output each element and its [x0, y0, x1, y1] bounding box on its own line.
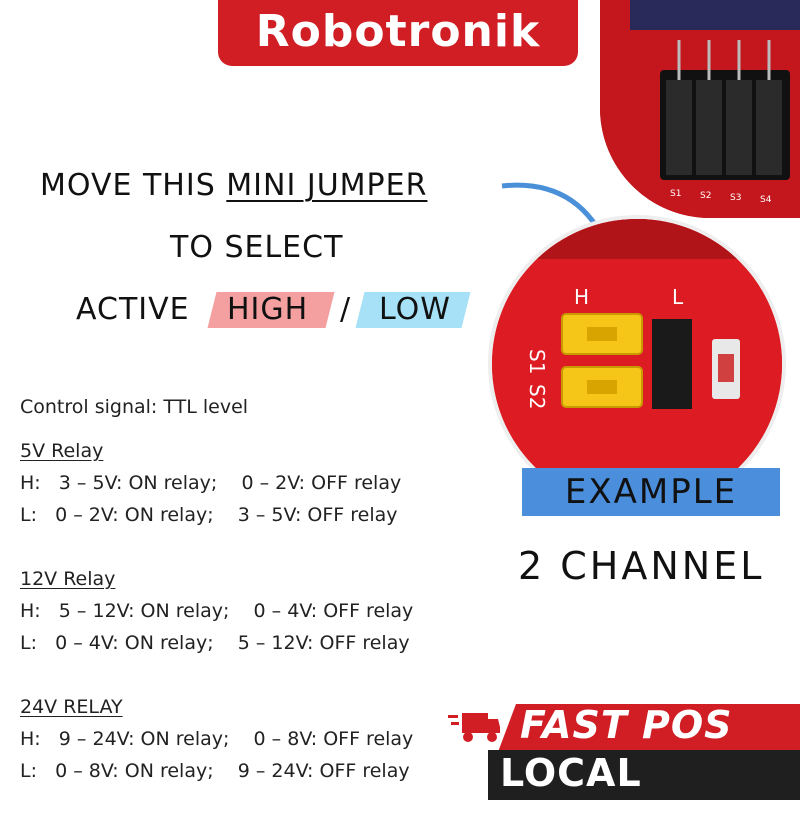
- spec-5v-l: L: 0 – 2V: ON relay; 3 – 5V: OFF relay: [20, 504, 398, 526]
- spec-24v-l: L: 0 – 8V: ON relay; 9 – 24V: OFF relay: [20, 760, 410, 782]
- truck-icon: [448, 713, 500, 742]
- local-stock-label: LOCAL STOCK: [500, 751, 648, 839]
- fast-post-label: FAST POS: [520, 703, 733, 747]
- corner-label-s3: S3: [730, 193, 741, 203]
- spec-12v-h: H: 5 – 12V: ON relay; 0 – 4V: OFF relay: [20, 600, 414, 622]
- fast-post-banner: [498, 704, 800, 752]
- jumper-illustration: H L S1 S2: [492, 219, 782, 509]
- channel-label: 2 CHANNEL: [518, 544, 765, 588]
- header-pins-illustration: S1 S2 S3 S4: [600, 0, 800, 218]
- photo-label-h: H: [574, 285, 589, 309]
- headline-line1: MOVE THIS MINI JUMPER: [40, 168, 428, 203]
- corner-label-s2: S2: [700, 191, 711, 201]
- photo-label-s2: S2: [525, 384, 549, 409]
- photo-label-l: L: [672, 285, 684, 309]
- photo-label-s1: S1: [525, 349, 549, 374]
- spec-12v-l: L: 0 – 4V: ON relay; 5 – 12V: OFF relay: [20, 632, 410, 654]
- header-pins-photo: S1 S2 S3 S4: [600, 0, 800, 218]
- example-banner: [522, 468, 780, 516]
- low-label: LOW: [379, 292, 451, 327]
- section-title-5v: 5V Relay: [20, 440, 104, 462]
- section-title-12v: 12V Relay: [20, 568, 116, 590]
- corner-label-s1: S1: [670, 189, 681, 199]
- slash-separator: /: [340, 292, 352, 327]
- spec-24v-h: H: 9 – 24V: ON relay; 0 – 8V: OFF relay: [20, 728, 414, 750]
- section-title-24v: 24V RELAY: [20, 696, 123, 718]
- control-signal-text: Control signal: TTL level: [20, 396, 249, 418]
- local-stock-banner: [488, 750, 800, 800]
- brand-logo: Robotronik: [255, 6, 541, 57]
- spec-5v-h: H: 3 – 5V: ON relay; 0 – 2V: OFF relay: [20, 472, 402, 494]
- corner-label-s4: S4: [760, 195, 772, 205]
- example-label: EXAMPLE: [564, 472, 738, 512]
- headline-line2: TO SELECT: [170, 230, 344, 265]
- brand-banner: [218, 0, 578, 66]
- headline-line3: ACTIVE: [76, 292, 190, 327]
- high-label: HIGH: [227, 292, 309, 327]
- mini-jumper-text: MINI JUMPER: [226, 168, 428, 203]
